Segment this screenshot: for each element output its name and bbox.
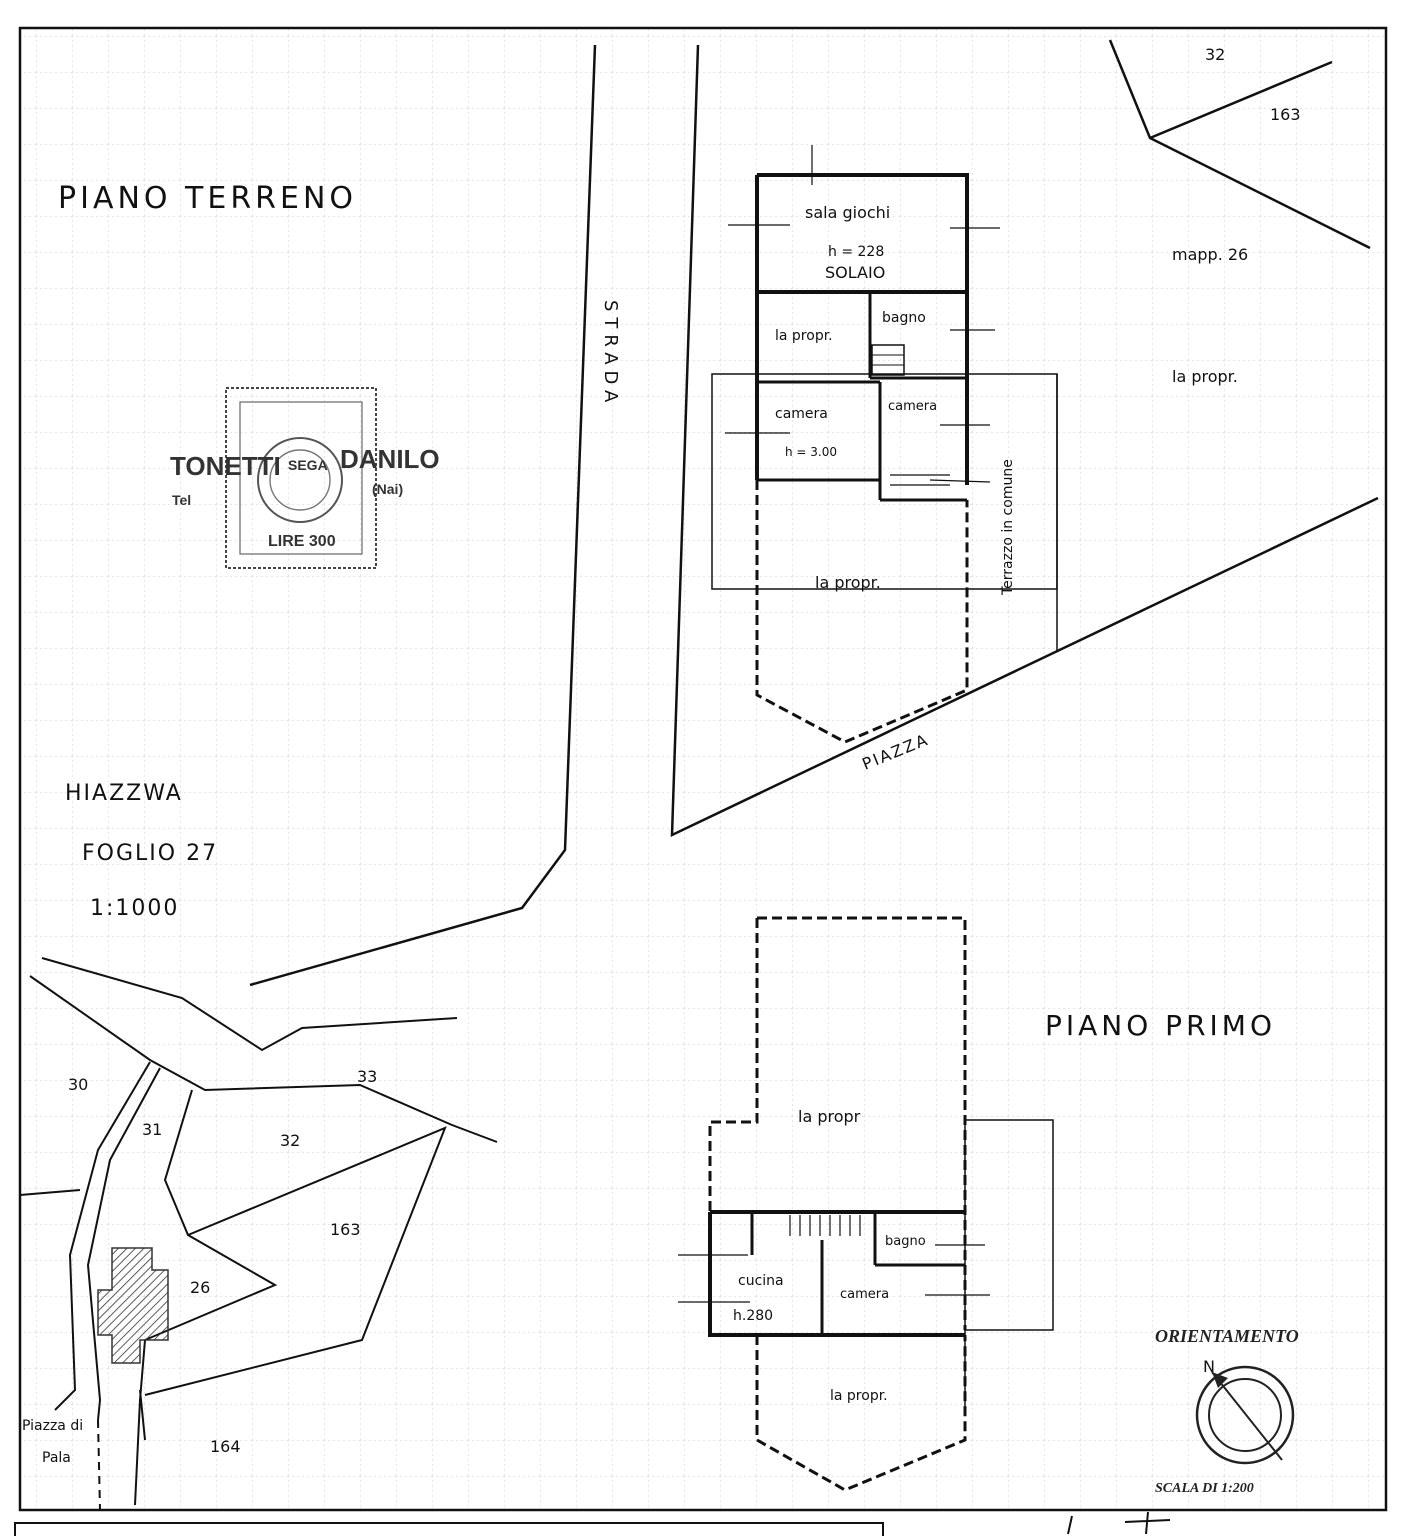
parcel-33: 33 bbox=[357, 1067, 377, 1086]
parcel-163: 163 bbox=[330, 1220, 361, 1239]
room-la-propr-2: la propr. bbox=[815, 573, 881, 592]
stamp-name-left: TONETTI bbox=[170, 451, 281, 481]
room-ff-la-propr-bottom: la propr. bbox=[830, 1388, 888, 1404]
revenue-stamp: TONETTI SEGA DANILO Tel (Nai) LIRE 300 bbox=[170, 387, 440, 569]
background-grid bbox=[20, 28, 1386, 1510]
hatched-building-parcel bbox=[97, 1247, 169, 1364]
place-name: HIAZZWA bbox=[65, 781, 183, 806]
stamp-tel: Tel bbox=[172, 492, 191, 508]
room-la-propr-1: la propr. bbox=[775, 328, 833, 344]
stamp-province: (Nai) bbox=[372, 481, 403, 497]
compass-north-icon: N bbox=[1203, 1357, 1215, 1376]
piazza-pala-line2: Pala bbox=[42, 1450, 71, 1466]
label-parcel-163-top: 163 bbox=[1270, 105, 1301, 124]
room-camera-1-height: h = 3.00 bbox=[785, 445, 837, 459]
parcel-30: 30 bbox=[68, 1075, 88, 1094]
room-sala-height: h = 228 bbox=[828, 244, 884, 260]
sheet-border bbox=[18, 26, 1388, 1512]
label-strada: STRADA bbox=[600, 300, 621, 408]
footer-box bbox=[14, 1522, 884, 1536]
room-ff-cucina: cucina bbox=[738, 1273, 784, 1289]
room-ff-height: h.280 bbox=[733, 1308, 773, 1324]
room-camera-1: camera bbox=[775, 406, 828, 422]
ground-floor-plan bbox=[711, 145, 1058, 744]
title-ground-floor: PIANO TERRENO bbox=[58, 181, 357, 216]
room-sala-giochi: sala giochi bbox=[805, 203, 890, 222]
parcel-32: 32 bbox=[280, 1131, 300, 1150]
room-camera-2: camera bbox=[888, 399, 937, 414]
room-bagno: bagno bbox=[882, 310, 926, 326]
stamp-name-right: DANILO bbox=[340, 444, 440, 474]
first-floor-plan bbox=[678, 916, 1054, 1492]
key-map bbox=[19, 957, 498, 1511]
parcel-31: 31 bbox=[142, 1120, 162, 1139]
room-ff-camera: camera bbox=[840, 1287, 889, 1302]
room-ff-la-propr-top: la propr bbox=[798, 1107, 861, 1126]
handwritten-note: SOLAIO bbox=[825, 263, 885, 282]
parcel-26: 26 bbox=[190, 1278, 210, 1297]
parcel-164: 164 bbox=[210, 1437, 241, 1456]
label-parcel-32-top: 32 bbox=[1205, 45, 1225, 64]
stamp-name-mid: SEGA bbox=[288, 457, 328, 473]
signature-mark bbox=[1067, 1511, 1171, 1535]
label-terrazzo: Terrazzo in comune bbox=[1000, 459, 1016, 596]
piazza-pala-line1: Piazza di bbox=[22, 1418, 83, 1434]
stamp-value: LIRE 300 bbox=[268, 533, 336, 550]
room-ff-bagno: bagno bbox=[885, 1234, 926, 1249]
title-first-floor: PIANO PRIMO bbox=[1045, 1009, 1276, 1042]
sheet-number: FOGLIO 27 bbox=[82, 841, 218, 866]
road-lines bbox=[249, 39, 1379, 987]
compass bbox=[1195, 1365, 1295, 1465]
label-mapp-26: mapp. 26 bbox=[1172, 245, 1248, 264]
orientation-heading: ORIENTAMENTO bbox=[1155, 1326, 1299, 1346]
map-scale: 1:1000 bbox=[90, 896, 179, 921]
label-la-propr-3: la propr. bbox=[1172, 367, 1238, 386]
drawing-scale: SCALA DI 1:200 bbox=[1155, 1481, 1254, 1496]
